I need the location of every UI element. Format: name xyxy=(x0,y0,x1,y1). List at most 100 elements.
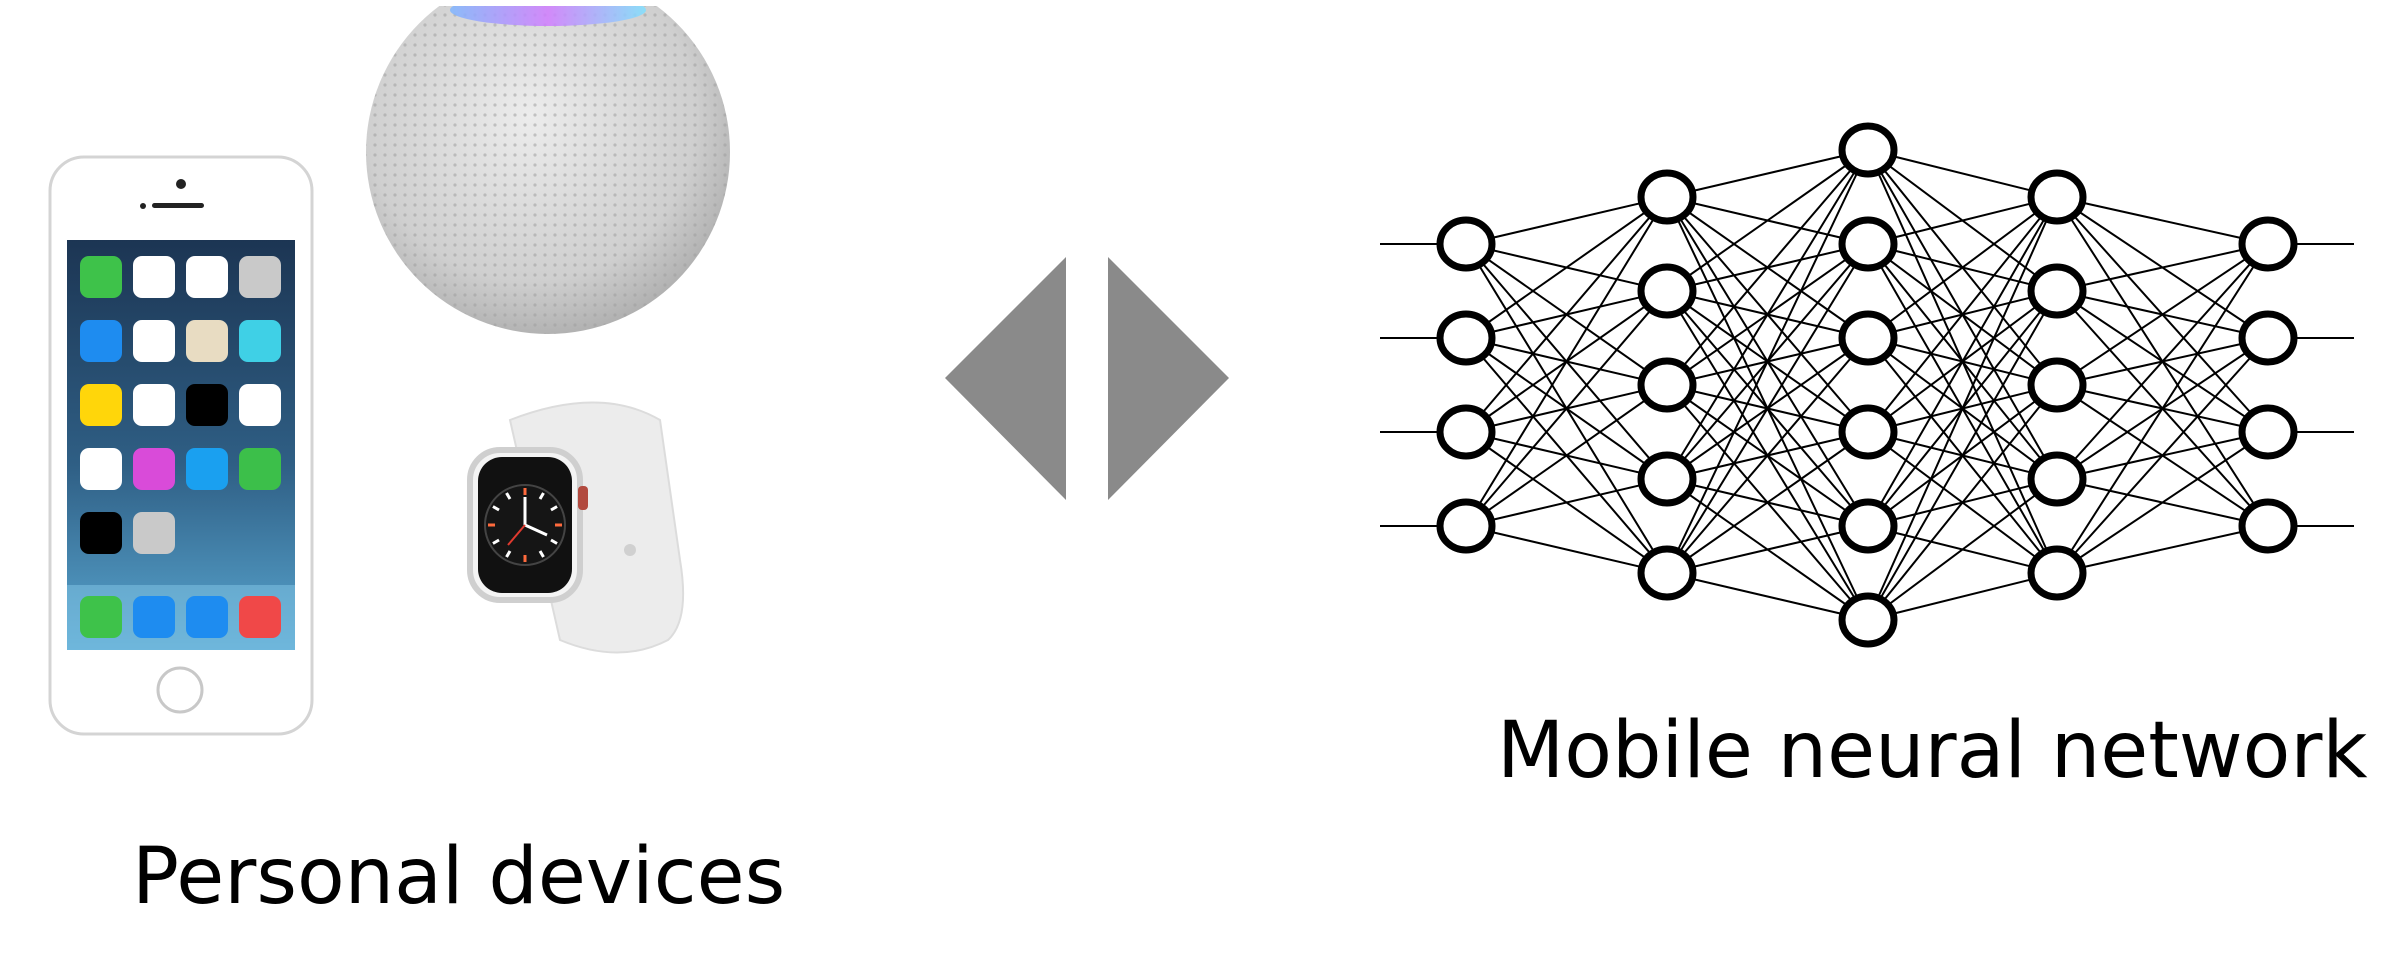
network-edge xyxy=(1666,149,1869,198)
network-edge xyxy=(1465,196,1668,245)
network-edge xyxy=(1867,572,2058,621)
watch-tick xyxy=(550,505,558,512)
dock-app-icon xyxy=(186,596,228,638)
network-node xyxy=(1838,498,1898,554)
network-node xyxy=(1436,404,1496,460)
watch-tick xyxy=(505,492,512,500)
smartwatch-icon xyxy=(467,401,685,654)
network-node xyxy=(1637,169,1697,225)
bidirectional-arrow-icon xyxy=(945,257,1229,500)
network-node xyxy=(2238,498,2298,554)
network-node xyxy=(1838,122,1898,178)
mobile-neural-network-label: Mobile neural network xyxy=(1497,706,2368,796)
watch-tick xyxy=(492,538,500,545)
network-node xyxy=(2238,404,2298,460)
dock-app-icon xyxy=(80,596,122,638)
network-edge xyxy=(1465,196,1668,433)
app-icon xyxy=(80,320,122,362)
network-edge xyxy=(1666,149,1869,480)
network-node xyxy=(1838,310,1898,366)
network-edge xyxy=(1666,431,1869,574)
dock-app-icon xyxy=(239,596,281,638)
network-node xyxy=(2027,357,2087,413)
network-edge xyxy=(1867,149,2058,198)
network-edge xyxy=(1666,525,1869,574)
app-icon xyxy=(133,448,175,490)
arrow-left xyxy=(945,257,1066,500)
watch-tick xyxy=(492,505,500,512)
watch-tick xyxy=(550,538,558,545)
network-edge xyxy=(1666,149,1869,386)
network-edge xyxy=(1666,149,1869,574)
network-edge xyxy=(2056,243,2269,386)
network-node xyxy=(2027,263,2087,319)
network-edge xyxy=(2056,337,2269,574)
app-icon xyxy=(80,448,122,490)
network-edge xyxy=(1465,290,1668,527)
network-edge xyxy=(1867,384,2058,621)
network-edge xyxy=(1465,384,1668,527)
app-icon xyxy=(80,256,122,298)
app-icon xyxy=(80,384,122,426)
app-icon xyxy=(186,448,228,490)
network-edge xyxy=(2056,196,2269,245)
watch-dial xyxy=(488,488,562,562)
watch-tick xyxy=(538,492,545,500)
network-edge xyxy=(2056,243,2269,292)
network-edge xyxy=(1867,478,2058,621)
network-node xyxy=(1436,216,1496,272)
smart-speaker-icon xyxy=(360,0,740,334)
network-edge xyxy=(1666,243,1869,574)
network-edge xyxy=(1867,196,2058,433)
network-node xyxy=(2027,169,2087,225)
app-icon xyxy=(133,512,175,554)
app-icon xyxy=(133,256,175,298)
network-node xyxy=(2027,451,2087,507)
network-node xyxy=(1637,357,1697,413)
network-node xyxy=(1838,216,1898,272)
neural-network-diagram xyxy=(1380,122,2354,648)
network-edge xyxy=(1465,196,1668,527)
network-edges xyxy=(1465,149,2269,621)
network-edge xyxy=(1867,196,2058,339)
network-node xyxy=(1838,404,1898,460)
network-edge xyxy=(1666,572,1869,621)
dock-app-icon xyxy=(133,596,175,638)
network-edge xyxy=(2056,525,2269,574)
app-icon xyxy=(133,384,175,426)
network-node xyxy=(1637,451,1697,507)
network-edge xyxy=(1465,196,1668,339)
network-edge xyxy=(1867,290,2058,621)
arrow-right xyxy=(1108,257,1229,500)
app-icon xyxy=(186,384,228,426)
app-icon xyxy=(133,320,175,362)
app-icon xyxy=(239,320,281,362)
app-icon xyxy=(80,512,122,554)
personal-devices-label: Personal devices xyxy=(132,832,786,922)
app-icon xyxy=(239,384,281,426)
network-edge xyxy=(2056,243,2269,480)
network-nodes xyxy=(1436,122,2298,648)
network-edge xyxy=(1867,196,2058,621)
app-icon xyxy=(239,448,281,490)
network-edge xyxy=(2056,243,2269,574)
network-node xyxy=(2027,545,2087,601)
network-edge xyxy=(1666,149,1869,292)
network-edge xyxy=(1867,196,2058,527)
network-edge xyxy=(2056,431,2269,574)
watch-tick xyxy=(505,550,512,558)
network-node xyxy=(1436,310,1496,366)
network-node xyxy=(1637,263,1697,319)
network-node xyxy=(1637,545,1697,601)
watch-tick xyxy=(538,550,545,558)
app-icon xyxy=(186,320,228,362)
network-node xyxy=(1436,498,1496,554)
dock-apps xyxy=(80,596,281,638)
app-icon xyxy=(239,256,281,298)
network-edge xyxy=(1867,196,2058,245)
network-edge xyxy=(1666,337,1869,574)
network-io-lines xyxy=(1380,243,2354,527)
network-node xyxy=(1838,592,1898,648)
network-edge xyxy=(1465,478,1668,527)
